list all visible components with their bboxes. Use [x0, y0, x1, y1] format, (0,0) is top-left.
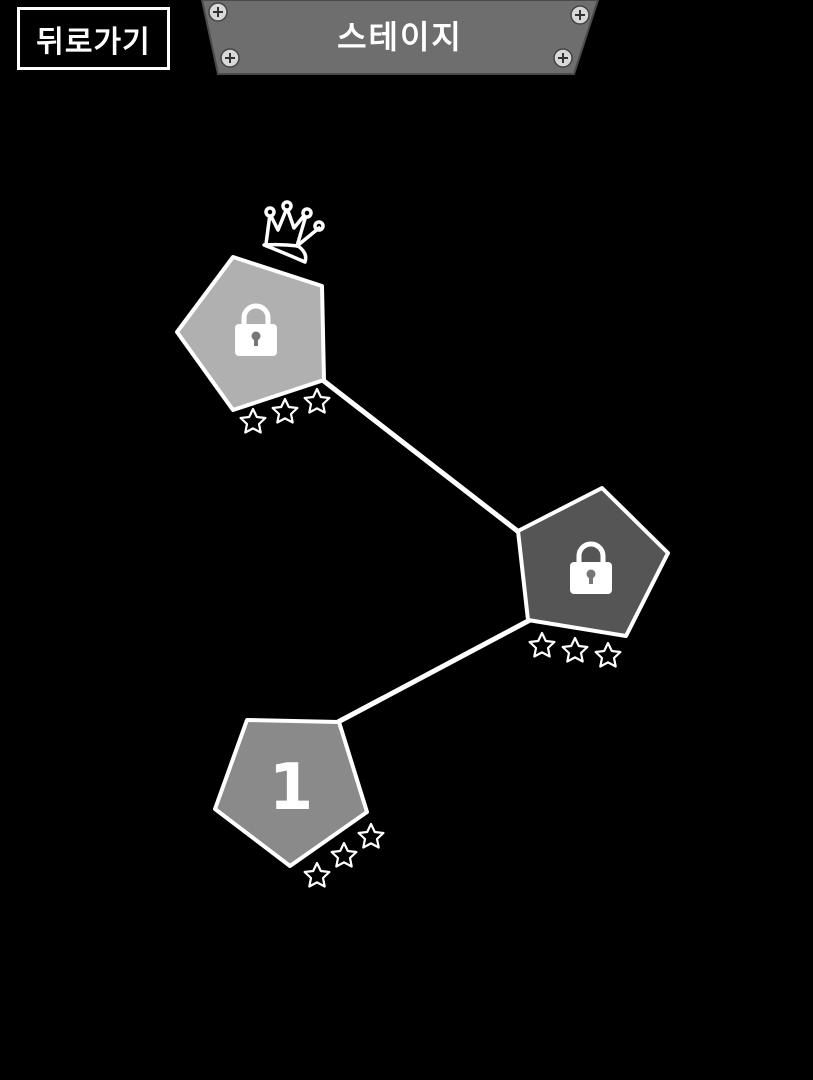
screw-icon — [570, 5, 590, 25]
screw-icon — [208, 2, 228, 22]
star-outline-icon — [528, 631, 556, 658]
screw-icon — [553, 48, 573, 68]
back-button[interactable]: 뒤로가기 — [17, 7, 170, 70]
path-connector — [318, 376, 522, 535]
title-plate-shape — [200, 0, 600, 75]
star-outline-icon — [561, 636, 589, 663]
star-outline-icon — [239, 407, 267, 434]
stage-node-1[interactable]: 1 — [213, 718, 369, 868]
star-outline-icon — [303, 387, 331, 414]
stage-node-3[interactable] — [175, 255, 326, 412]
star-rating — [528, 631, 622, 668]
stage-node-2[interactable] — [516, 486, 670, 638]
page-title: 스테이지 — [337, 18, 463, 56]
crown-icon — [262, 200, 325, 264]
star-outline-icon — [594, 641, 622, 668]
screw-icon — [220, 48, 240, 68]
star-outline-icon — [357, 822, 385, 849]
title-plate: 스테이지 — [200, 0, 600, 76]
star-outline-icon — [303, 861, 331, 888]
star-outline-icon — [271, 397, 299, 424]
path-connector — [336, 617, 532, 725]
stage-number: 1 — [269, 751, 314, 825]
star-outline-icon — [330, 841, 358, 868]
